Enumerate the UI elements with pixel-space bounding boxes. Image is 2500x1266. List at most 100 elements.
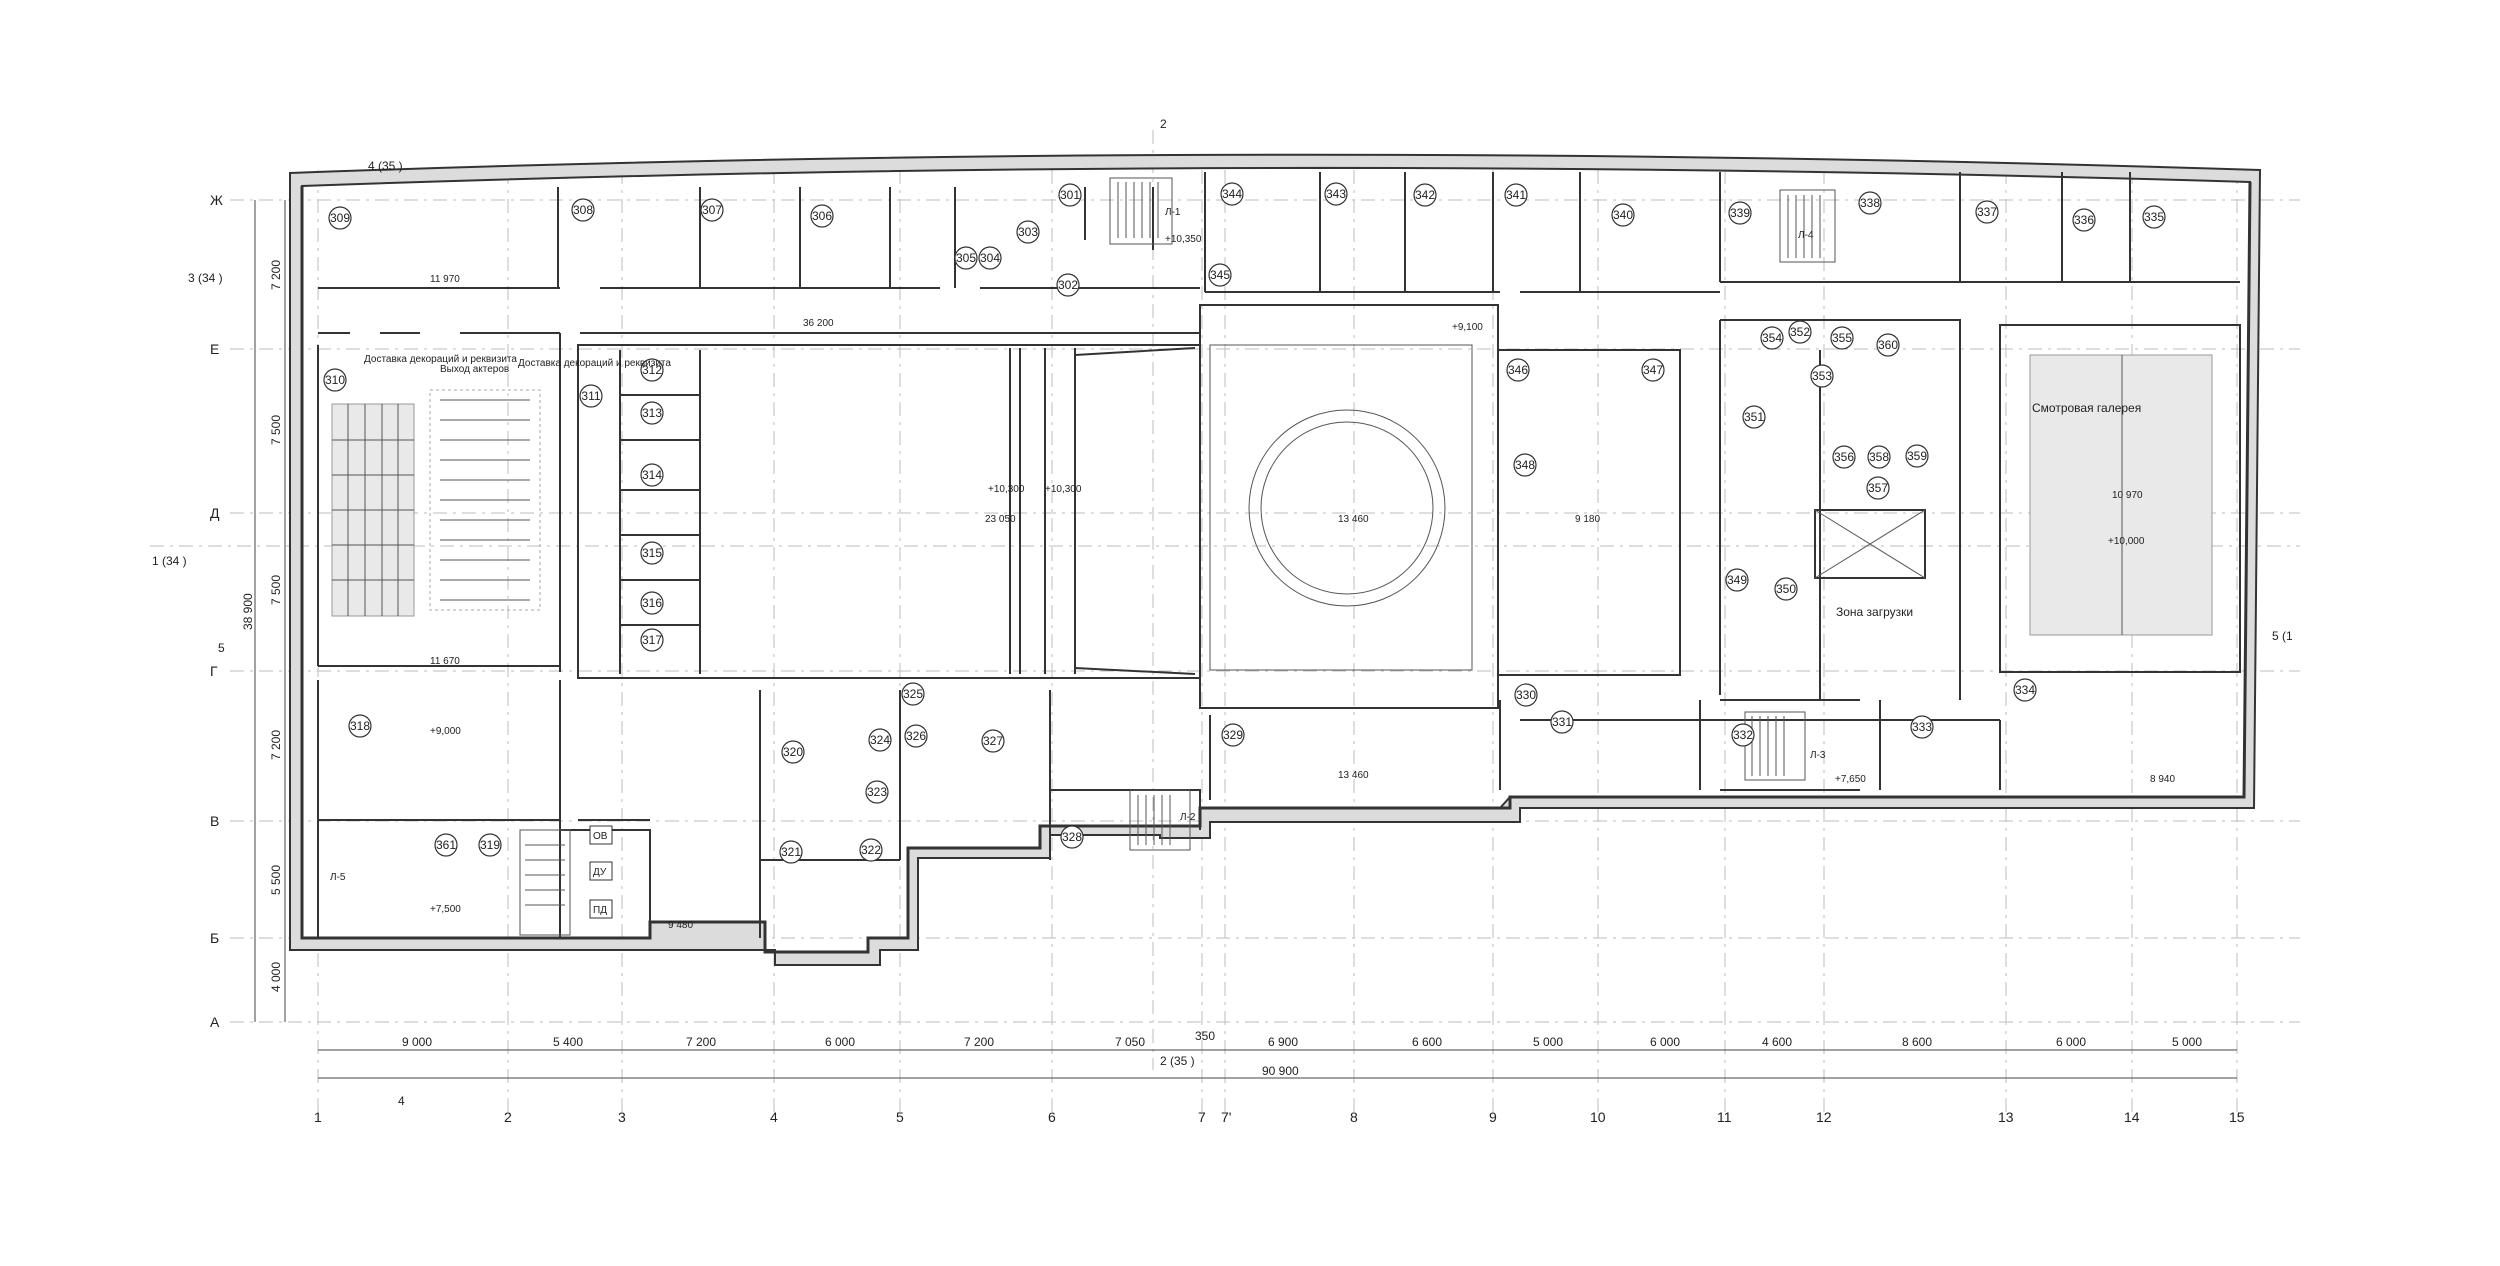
room-number-text: 355 xyxy=(1832,331,1852,345)
room-number-354: 354 xyxy=(1760,326,1784,350)
room-number-text: 306 xyxy=(812,209,832,223)
room-bubble xyxy=(1504,183,1528,207)
room-bubble xyxy=(1208,263,1232,287)
room-number-text: 322 xyxy=(861,843,881,857)
actors-exit-label: Выход актеров xyxy=(440,364,509,375)
loading-zone-label: Зона загрузки xyxy=(1836,605,1913,619)
room-number-text: 350 xyxy=(1776,582,1796,596)
level-mark: +10,300 xyxy=(1045,484,1082,495)
room-number-341: 341 xyxy=(1504,183,1528,207)
room-number-318: 318 xyxy=(348,714,372,738)
inner-dim: 10 970 xyxy=(2112,490,2143,501)
level-mark: +9,100 xyxy=(1452,322,1483,333)
room-number-text: 339 xyxy=(1730,206,1750,220)
room-number-311: 311 xyxy=(579,384,603,408)
room-number-308: 308 xyxy=(571,198,595,222)
room-number-302: 302 xyxy=(1056,273,1080,297)
room-number-text: 317 xyxy=(642,633,662,647)
room-number-345: 345 xyxy=(1208,263,1232,287)
span-11-12: 4 600 xyxy=(1762,1035,1792,1049)
room-number-319: 319 xyxy=(478,833,502,857)
inner-dim: 8 940 xyxy=(2150,774,2175,785)
level-mark: +9,000 xyxy=(430,726,461,737)
room-bubble xyxy=(323,368,347,392)
room-number-text: 323 xyxy=(867,785,887,799)
room-number-text: 361 xyxy=(436,838,456,852)
inner-dim: 11 970 xyxy=(430,274,460,285)
room-number-306: 306 xyxy=(810,204,834,228)
room-number-322: 322 xyxy=(859,838,883,862)
room-bubble xyxy=(1056,273,1080,297)
room-number-text: 343 xyxy=(1326,187,1346,201)
room-bubble xyxy=(859,838,883,862)
col-2: 2 xyxy=(504,1109,512,1125)
span-9-10: 5 000 xyxy=(1533,1035,1563,1049)
room-number-326: 326 xyxy=(904,724,928,748)
level-mark: +10,350 xyxy=(1165,234,1202,245)
inner-dim: 13 460 xyxy=(1338,770,1369,781)
bottom-dimension-chain: 9 000 5 400 7 200 6 000 7 200 7 050 6 90… xyxy=(318,1029,2237,1079)
room-bubble xyxy=(640,628,664,652)
room-bubble xyxy=(1830,326,1854,350)
room-number-text: 359 xyxy=(1907,449,1927,463)
room-bubble xyxy=(478,833,502,857)
section-4-bottom: 4 xyxy=(398,1094,405,1108)
stair-l2: Л-2 xyxy=(1180,812,1196,823)
room-number-321: 321 xyxy=(779,840,803,864)
room-number-312: 312 xyxy=(640,358,664,382)
inner-dim: 23 050 xyxy=(985,514,1016,525)
span-3-4: 7 200 xyxy=(686,1035,716,1049)
room-number-text: 337 xyxy=(1977,205,1997,219)
room-bubble xyxy=(1550,710,1574,734)
room-bubble xyxy=(2072,208,2096,232)
room-bubble xyxy=(810,204,834,228)
room-number-text: 303 xyxy=(1018,225,1038,239)
col-6: 6 xyxy=(1048,1109,1056,1125)
room-number-text: 327 xyxy=(983,734,1003,748)
section-1: 1 (34 ) xyxy=(152,554,187,568)
room-bubble xyxy=(779,840,803,864)
room-number-text: 302 xyxy=(1058,278,1078,292)
axis-zh: Ж xyxy=(210,192,223,208)
room-number-334: 334 xyxy=(2013,678,2037,702)
room-number-text: 314 xyxy=(642,468,662,482)
room-number-text: 358 xyxy=(1869,450,1889,464)
stair-l1: Л-1 xyxy=(1165,207,1181,218)
room-bubble xyxy=(700,198,724,222)
room-bubble xyxy=(348,714,372,738)
room-bubble xyxy=(1514,683,1538,707)
total-width: 90 900 xyxy=(1262,1064,1299,1078)
section-2-top: 2 xyxy=(1160,117,1167,131)
room-number-360: 360 xyxy=(1876,333,1900,357)
room-number-text: 336 xyxy=(2074,213,2094,227)
room-bubble xyxy=(1221,723,1245,747)
room-bubble xyxy=(1810,364,1834,388)
room-bubble xyxy=(1832,445,1856,469)
room-bubble xyxy=(1016,220,1040,244)
room-number-text: 304 xyxy=(980,251,1000,265)
span-b-a: 4 000 xyxy=(269,962,283,992)
room-bubble xyxy=(1058,183,1082,207)
room-number-335: 335 xyxy=(2142,205,2166,229)
room-number-330: 330 xyxy=(1514,683,1538,707)
room-number-301: 301 xyxy=(1058,183,1082,207)
axis-labels-columns: 1 2 3 4 5 6 7 7' 8 9 10 11 12 13 14 15 xyxy=(314,1109,2245,1125)
room-bubble xyxy=(1876,333,1900,357)
room-bubble xyxy=(1220,182,1244,206)
room-bubble xyxy=(1774,577,1798,601)
axis-labels-rows: Ж Е Д Г В Б А xyxy=(210,192,223,1030)
room-bubble xyxy=(1506,358,1530,382)
level-marks: +9,000 +9,100 +10,300 +10,300 +10,000 +7… xyxy=(430,234,2145,915)
room-number-340: 340 xyxy=(1611,203,1635,227)
room-number-text: 332 xyxy=(1733,728,1753,742)
room-number-text: 318 xyxy=(350,719,370,733)
room-number-333: 333 xyxy=(1910,715,1934,739)
room-bubble xyxy=(640,358,664,382)
stair-l3: Л-3 xyxy=(1810,750,1826,761)
room-number-317: 317 xyxy=(640,628,664,652)
total-height: 38 900 xyxy=(241,593,255,630)
span-4-5: 6 000 xyxy=(825,1035,855,1049)
shaft-du: ДУ xyxy=(593,867,607,878)
level-mark: +10,300 xyxy=(988,484,1025,495)
room-number-328: 328 xyxy=(1060,825,1084,849)
